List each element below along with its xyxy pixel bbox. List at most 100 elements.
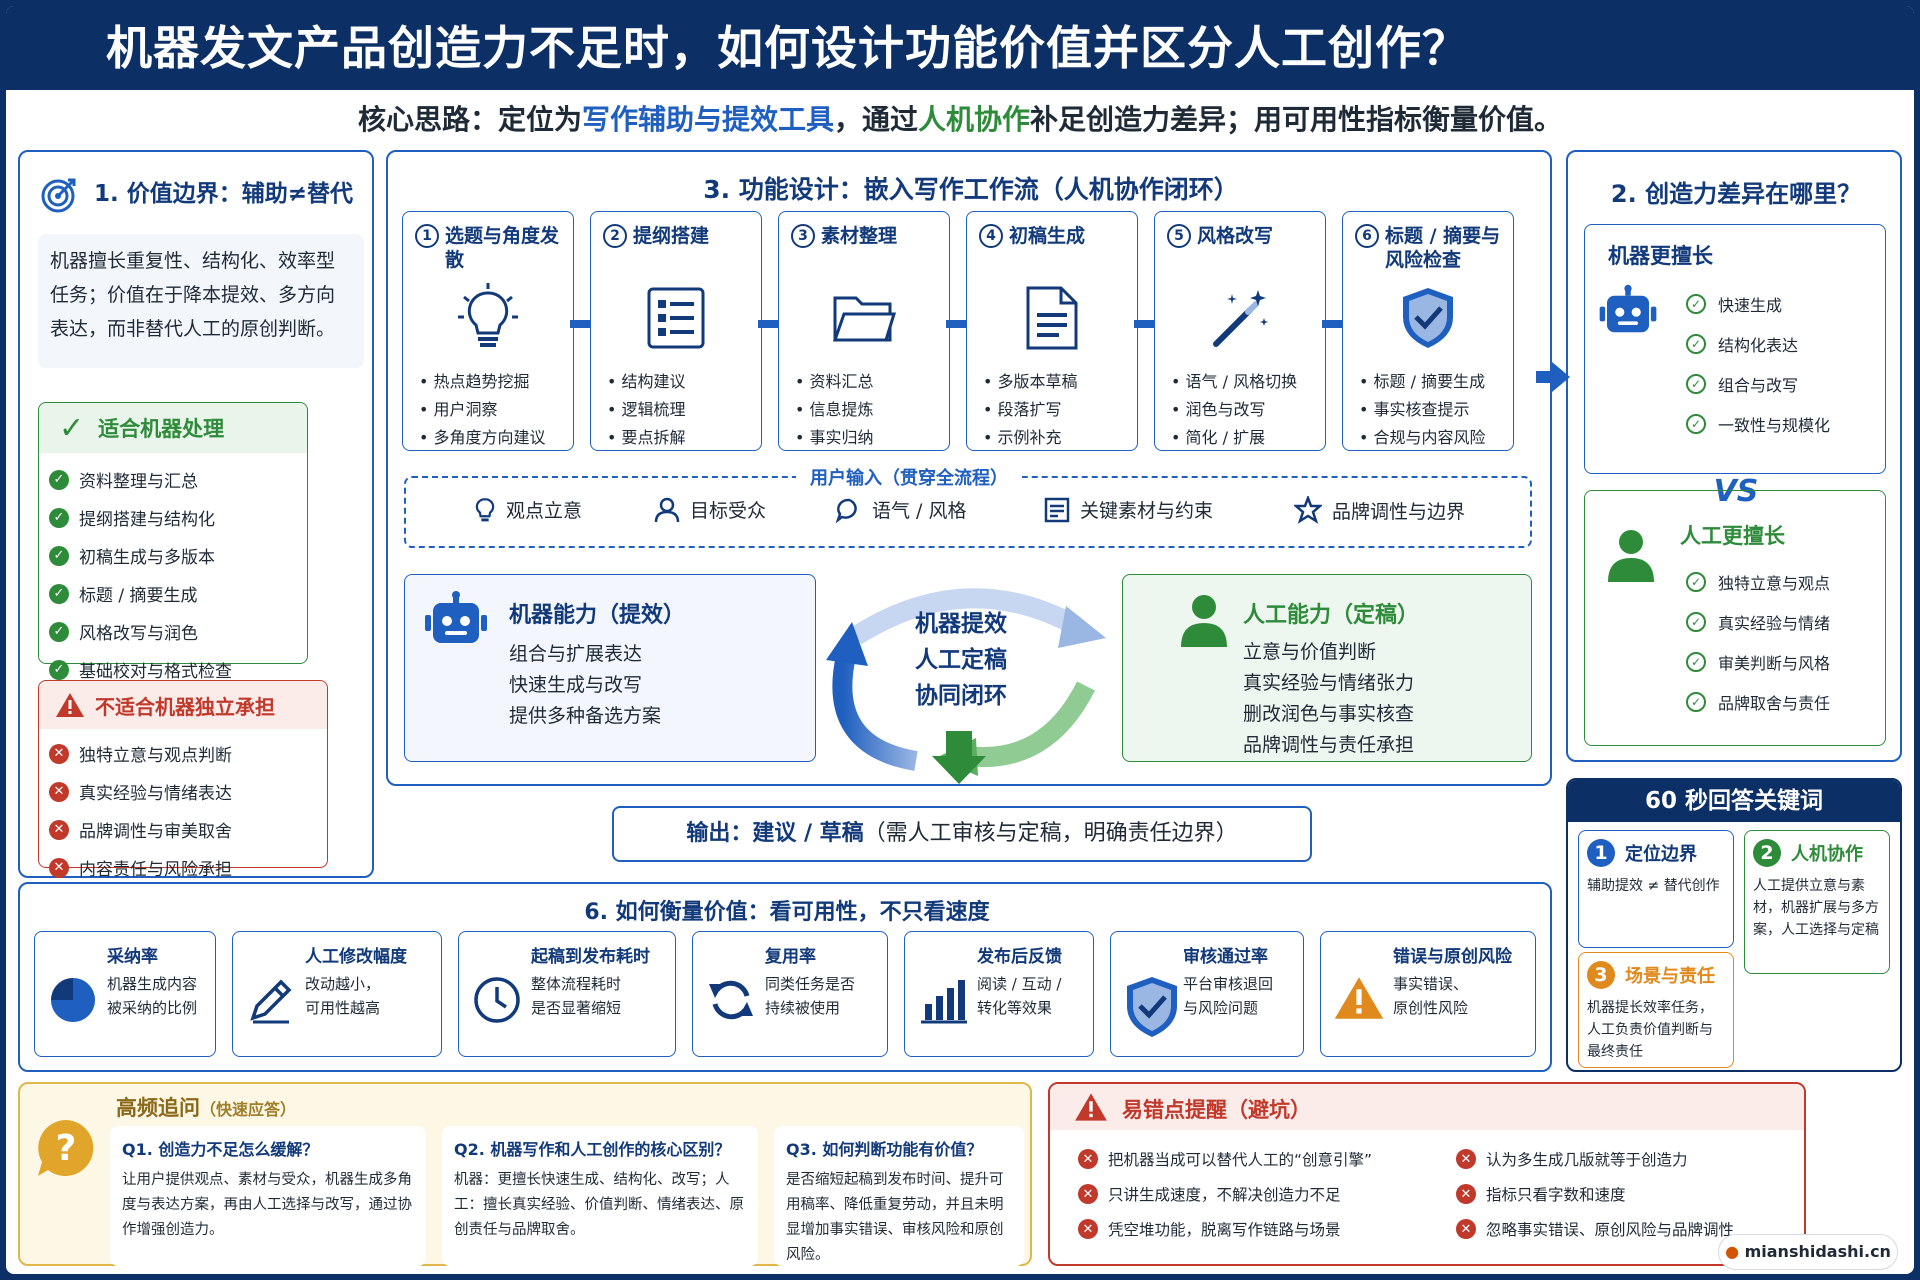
machine-strength-title: 机器更擅长: [1608, 244, 1713, 268]
metric-title: 审核通过率: [1183, 947, 1268, 967]
x-circle-icon: ✕: [1078, 1184, 1098, 1204]
watermark: ● mianshidashi.cn: [1718, 1234, 1898, 1270]
checklist-icon: [1044, 497, 1070, 523]
x-circle-icon: ✕: [1078, 1219, 1098, 1239]
metric-desc: 同类任务是否持续被使用: [765, 975, 856, 1017]
metric-card: 起稿到发布耗时整体流程耗时是否显著缩短: [458, 931, 676, 1057]
machine-strength-item: ✓快速生成: [1686, 292, 1830, 316]
metric-desc: 机器生成内容被采纳的比例: [107, 975, 198, 1017]
pitfalls-panel: 易错点提醒（避坑） ✕把机器当成可以替代人工的“创意引擎”✕只讲生成速度，不解决…: [1048, 1082, 1806, 1266]
faq-answer: 机器：更擅长快速生成、结构化、改写；人工：擅长真实经验、价值判断、情绪表达、原创…: [454, 1172, 744, 1238]
step-number: 2: [603, 224, 627, 248]
unsuitable-item: ✕内容责任与风险承担: [49, 855, 327, 880]
measure-title: 6. 如何衡量价值：看可用性，不只看速度: [584, 900, 990, 925]
person-icon: [1608, 530, 1654, 582]
suitable-item: ✓标题 / 摘要生成: [49, 581, 307, 606]
workflow-step-6: 6标题 / 摘要与风险检查标题 / 摘要生成事实核查提示合规与内容风险: [1342, 211, 1514, 451]
pitfall-item: ✕只讲生成速度，不解决创造力不足: [1078, 1183, 1372, 1205]
faq-answer: 让用户提供观点、素材与受众，机器生成多角度与表达方案，再由人工选择与改写，通过协…: [122, 1172, 412, 1238]
robot-icon: [1599, 284, 1657, 333]
user-input-item: 语气 / 风格: [836, 496, 966, 523]
machine-capability-item: 组合与扩展表达: [509, 643, 643, 665]
bar-chart-icon: [917, 974, 969, 1026]
dot-icon: ●: [1725, 1242, 1745, 1261]
workflow-step-4: 4初稿生成多版本草稿段落扩写示例补充: [966, 211, 1138, 451]
machine-strength-item: ✓结构化表达: [1686, 332, 1830, 356]
step-item: 示例补充: [983, 424, 1137, 452]
metric-desc: 整体流程耗时是否显著缩短: [531, 975, 622, 1017]
suitable-item: ✓初稿生成与多版本: [49, 543, 307, 568]
check-circle-icon: ✓: [49, 583, 69, 604]
step-item: 合规与内容风险: [1359, 424, 1513, 452]
value-boundary-panel: 1. 价值边界：辅助≠替代 机器擅长重复性、结构化、效率型任务；价值在于降本提效…: [18, 150, 374, 880]
suitable-item: ✓基础校对与格式检查: [49, 657, 307, 682]
step-items: 热点趋势挖掘用户洞察多角度方向建议: [403, 368, 573, 452]
step-items: 语气 / 风格切换润色与改写简化 / 扩展: [1155, 368, 1325, 452]
check-circle-icon: ✓: [1686, 692, 1706, 712]
keyword-title: 场景与责任: [1625, 966, 1715, 987]
right-arrow-icon: [1536, 362, 1570, 392]
check-circle-icon: ✓: [1686, 572, 1706, 592]
creativity-title: 2. 创造力差异在哪里？: [1610, 180, 1862, 208]
chat-icon: [836, 497, 862, 523]
pitfall-item: ✕凭空堆功能，脱离写作链路与场景: [1078, 1218, 1372, 1240]
step-item: 信息提炼: [795, 396, 949, 424]
machine-capability-card: 机器能力（提效） 组合与扩展表达快速生成与改写提供多种备选方案: [404, 574, 816, 762]
pitfalls-title: 易错点提醒（避坑）: [1122, 1098, 1311, 1122]
metric-card: 复用率同类任务是否持续被使用: [692, 931, 888, 1057]
poster-frame: 机器发文产品创造力不足时，如何设计功能价值并区分人工创作？ 核心思路：定位为写作…: [6, 6, 1914, 1274]
step-item: 多角度方向建议: [419, 424, 573, 452]
user-input-title: 用户输入（贯穿全流程）: [796, 464, 1022, 490]
keyword-title: 定位边界: [1625, 844, 1697, 865]
outline-list-icon: [591, 278, 761, 358]
x-circle-icon: ✕: [49, 857, 69, 878]
warning-icon: [56, 693, 84, 717]
human-capability-item: 删改润色与事实核查: [1243, 703, 1415, 725]
step-item: 热点趋势挖掘: [419, 368, 573, 396]
keyword-desc: 机器提长效率任务，人工负责价值判断与最终责任: [1587, 1000, 1713, 1060]
unsuitable-box: 不适合机器独立承担 ✕独特立意与观点判断✕真实经验与情绪表达✕品牌调性与审美取舍…: [38, 680, 328, 880]
workflow-step-2: 2 提纲搭建结构建议逻辑梳理要点拆解: [590, 211, 762, 451]
step-item: 要点拆解: [607, 424, 761, 452]
machine-capability-title: 机器能力（提效）: [509, 603, 686, 628]
x-circle-icon: ✕: [1078, 1149, 1098, 1169]
check-circle-icon: ✓: [49, 545, 69, 566]
human-capability-card: 人工能力（定稿） 立意与价值判断真实经验与情绪张力删改润色与事实核查品牌调性与责…: [1122, 574, 1532, 762]
check-circle-icon: ✓: [1686, 374, 1706, 394]
warning-icon: [1075, 1093, 1107, 1121]
x-circle-icon: ✕: [49, 819, 69, 840]
check-circle-icon: ✓: [1686, 652, 1706, 672]
keyword-desc: 人工提供立意与素材，机器扩展与多方案，人工选择与定稿: [1753, 878, 1879, 938]
target-icon: [41, 178, 76, 213]
faq-item: Q1. 创造力不足怎么缓解？让用户提供观点、素材与受众，机器生成多角度与表达方案…: [110, 1126, 426, 1266]
human-strength-item: ✓审美判断与风格: [1686, 650, 1830, 674]
x-circle-icon: ✕: [1456, 1219, 1476, 1239]
machine-strength-box: [1584, 224, 1886, 474]
keyword-number: 3: [1587, 961, 1615, 989]
x-circle-icon: ✕: [1456, 1184, 1476, 1204]
metric-desc: 阅读 / 互动 /转化等效果: [977, 975, 1062, 1017]
pitfalls-left-list: ✕把机器当成可以替代人工的“创意引擎”✕只讲生成速度，不解决创造力不足✕凭空堆功…: [1078, 1148, 1372, 1253]
check-circle-icon: ✓: [1686, 294, 1706, 314]
human-capability-item: 立意与价值判断: [1243, 641, 1377, 663]
faq-question: Q2. 机器写作和人工创作的核心区别？: [454, 1140, 731, 1159]
step-item: 多版本草稿: [983, 368, 1137, 396]
unsuitable-item: ✕独特立意与观点判断: [49, 741, 327, 766]
vs-label: VS: [1713, 474, 1759, 509]
machine-capability-list: 组合与扩展表达快速生成与改写提供多种备选方案: [509, 639, 661, 732]
metric-desc: 事实错误、原创性风险: [1393, 975, 1469, 1017]
metric-card: 人工修改幅度改动越小，可用性越高: [232, 931, 442, 1057]
metric-card: 错误与原创风险事实错误、原创性风险: [1320, 931, 1536, 1057]
unsuitable-title: 不适合机器独立承担: [95, 694, 275, 719]
step-items: 结构建议逻辑梳理要点拆解: [591, 368, 761, 452]
step-item: 标题 / 摘要生成: [1359, 368, 1513, 396]
human-strength-box: [1584, 490, 1886, 746]
metric-card: 发布后反馈阅读 / 互动 /转化等效果: [904, 931, 1094, 1057]
keyword-card-3: 3 场景与责任机器提长效率任务，人工负责价值判断与最终责任: [1578, 952, 1734, 1068]
user-icon: [654, 497, 680, 523]
machine-capability-item: 提供多种备选方案: [509, 705, 662, 727]
metric-title: 发布后反馈: [977, 947, 1062, 967]
step-title: 提纲搭建: [633, 225, 710, 247]
keyword-title: 人机协作: [1791, 844, 1863, 865]
shield-check-icon: [1123, 974, 1177, 1037]
